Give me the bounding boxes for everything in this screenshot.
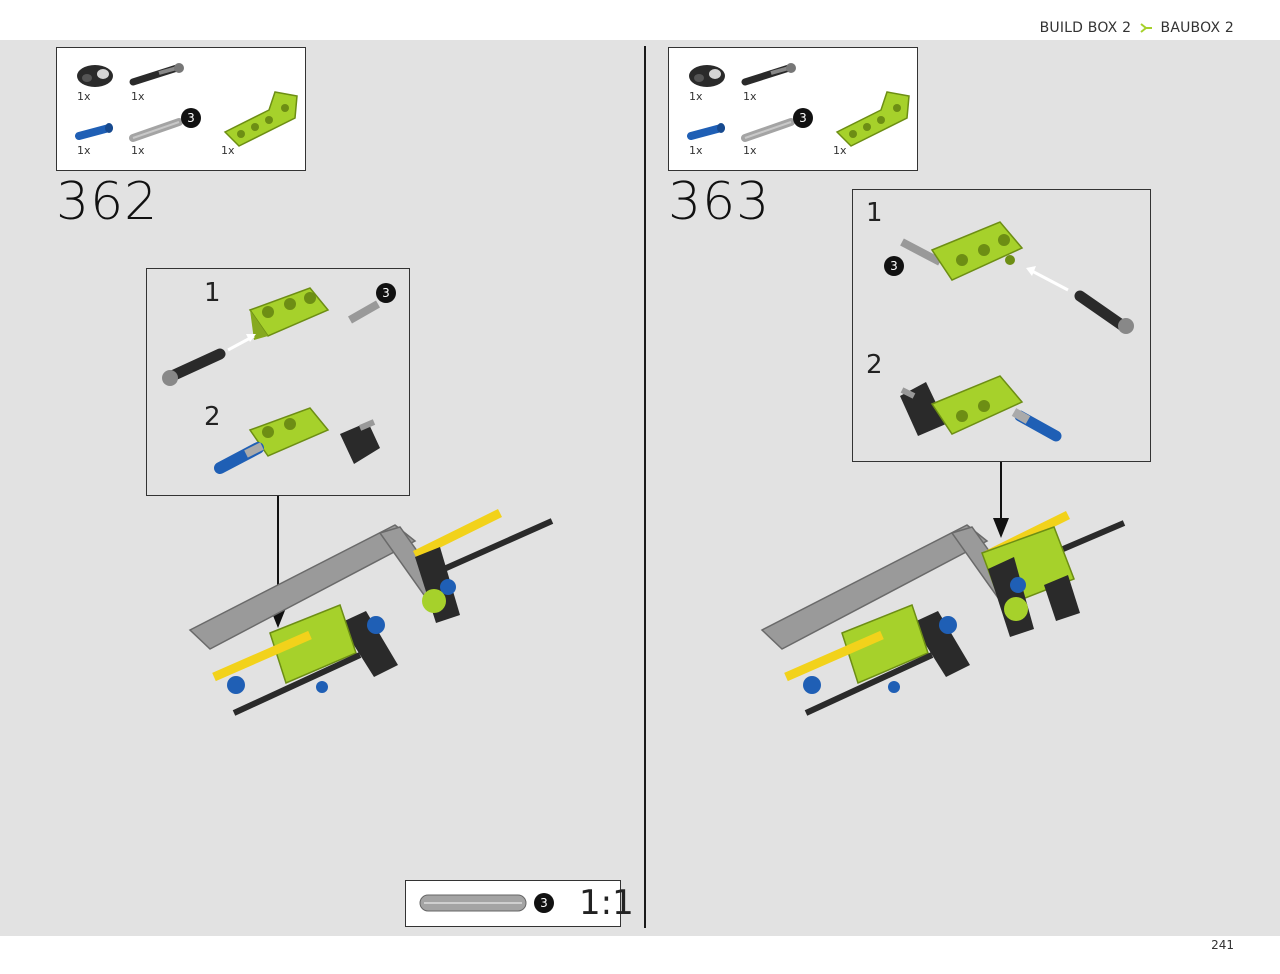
scale-check-box: 3 1:1	[405, 880, 634, 927]
substep-label: 2	[204, 402, 221, 432]
part-qty: 1x	[743, 90, 757, 103]
step-number-362: 362	[56, 172, 159, 232]
sub-assembly-illustration-362	[162, 287, 380, 474]
axle-length-badge: 3	[181, 108, 201, 128]
blue-pin-icon	[75, 123, 113, 140]
part-qty: 1x	[77, 90, 91, 103]
sub-assembly-box-362	[146, 268, 410, 496]
axle-length-badge: 3	[884, 256, 904, 276]
black-pin-axle-icon	[129, 63, 184, 86]
page-footer	[0, 936, 1280, 974]
assembly-arrow-363	[993, 462, 1009, 538]
page-header	[0, 0, 1280, 40]
part-qty: 1x	[131, 144, 145, 157]
grey-axle-3-icon	[741, 118, 795, 142]
axle-length-badge: 3	[376, 283, 396, 303]
black-connector-icon	[77, 65, 113, 87]
scale-label: 1:1	[579, 883, 634, 923]
part-qty: 1x	[131, 90, 145, 103]
substep-label: 1	[204, 278, 221, 308]
axle-length-badge: 3	[534, 893, 554, 913]
page-divider	[644, 46, 646, 928]
grey-axle-3-icon	[129, 118, 183, 142]
lime-bent-beam-icon	[223, 91, 298, 147]
substep-label: 1	[866, 198, 883, 228]
axle-length-badge: 3	[793, 108, 813, 128]
main-assembly-illustration-363	[760, 510, 1126, 716]
part-qty: 1x	[743, 144, 757, 157]
part-qty: 1x	[221, 144, 235, 157]
parts-list-362: 1x 1x 1x 3 1x 1x	[56, 47, 306, 171]
part-qty: 1x	[77, 144, 91, 157]
lime-bent-beam-icon	[835, 91, 910, 147]
blue-pin-icon	[687, 123, 725, 140]
build-box-label: BUILD BOX 2	[1039, 20, 1132, 36]
bau-box-label: BAUBOX 2	[1160, 20, 1234, 36]
breadcrumb: BUILD BOX 2 BAUBOX 2	[1040, 20, 1234, 36]
page-number: 241	[1211, 938, 1234, 952]
grey-axle-1to1-icon	[419, 894, 527, 912]
part-qty: 1x	[689, 144, 703, 157]
parts-list-363: 1x 1x 1x 3 1x 1x	[668, 47, 918, 171]
chevron-right-icon	[1140, 23, 1152, 33]
black-pin-axle-icon	[741, 63, 796, 86]
part-qty: 1x	[689, 90, 703, 103]
main-assembly-illustration-362	[188, 508, 554, 716]
step-number-363: 363	[668, 172, 771, 232]
substep-label: 2	[866, 350, 883, 380]
part-qty: 1x	[833, 144, 847, 157]
sub-assembly-illustration-363	[900, 221, 1134, 442]
sub-assembly-box-363	[852, 189, 1151, 462]
black-connector-icon	[689, 65, 725, 87]
